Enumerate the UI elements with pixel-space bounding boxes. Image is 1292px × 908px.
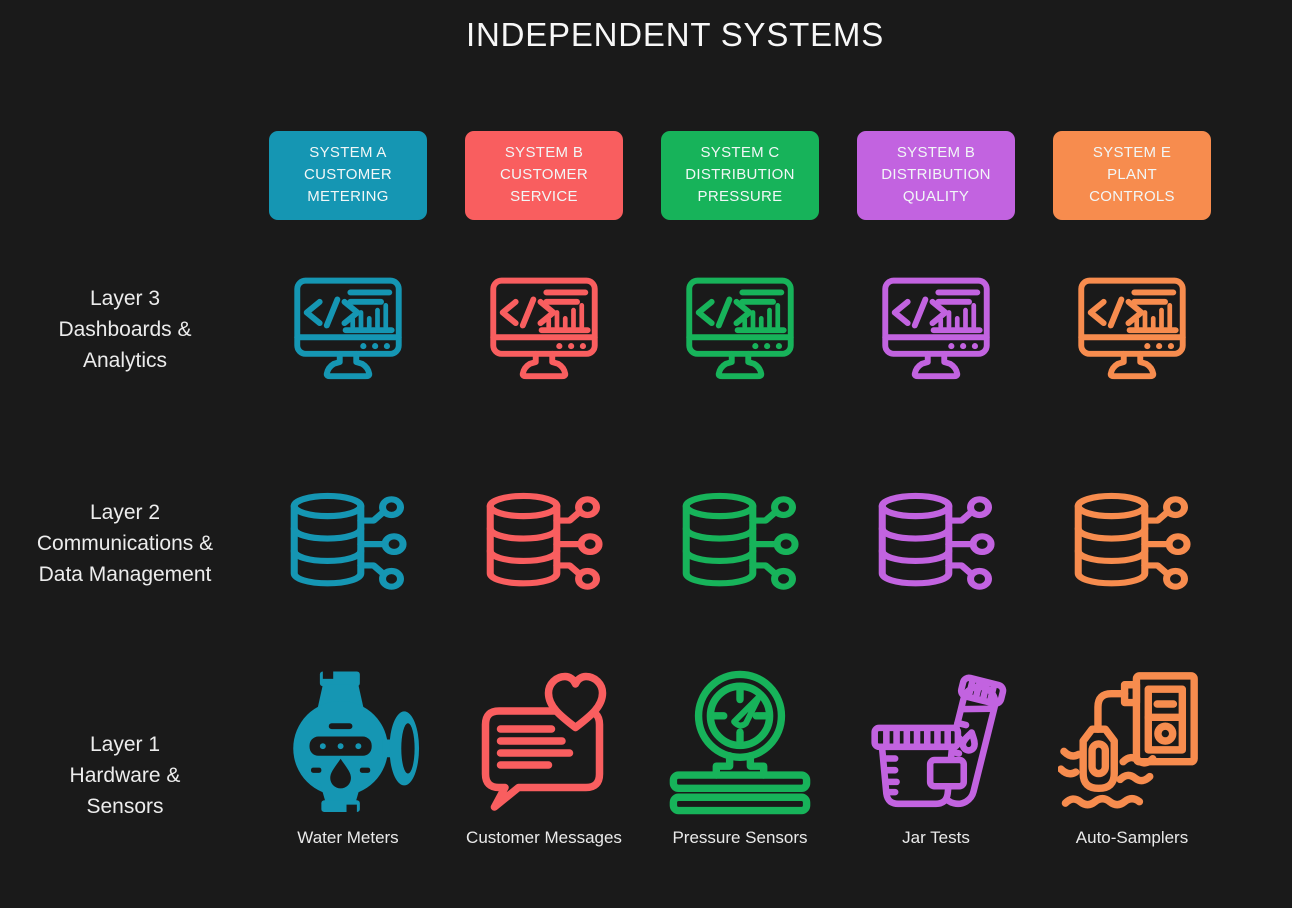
systems-grid: SYSTEM A CUSTOMER METERING SYSTEM B CUST… <box>0 130 1292 902</box>
layer1-col-d: Jar Tests <box>838 648 1034 902</box>
dashboard-analytics-icon <box>485 270 603 388</box>
system-b-name: SYSTEM B <box>504 144 584 161</box>
layer3-col-e <box>1034 220 1230 438</box>
hardware-caption: Water Meters <box>297 828 399 847</box>
pressure-gauge-icon <box>666 666 814 816</box>
layer-2-label-cell: Layer 2 Communications & Data Management <box>0 438 250 648</box>
dashboard-analytics-icon <box>681 270 799 388</box>
layer-3-label: Layer 3 Dashboards & Analytics <box>58 286 192 372</box>
system-d-header-box: SYSTEM B DISTRIBUTION QUALITY <box>857 130 1015 220</box>
database-network-icon <box>676 487 804 599</box>
layer2-col-e <box>1034 438 1230 648</box>
database-network-icon <box>1068 487 1196 599</box>
hardware-caption: Auto-Samplers <box>1075 828 1189 847</box>
hardware-caption: Jar Tests <box>902 828 970 847</box>
dashboard-analytics-icon <box>289 270 407 388</box>
auto-sampler-icon <box>1058 666 1206 816</box>
system-d-line2: DISTRIBUTION <box>881 166 991 183</box>
system-d-header-cell: SYSTEM B DISTRIBUTION QUALITY <box>838 130 1034 220</box>
layer2-col-a <box>250 438 446 648</box>
layer-1-label: Layer 1 Hardware & Sensors <box>69 732 181 818</box>
layer1-col-a: Water Meters <box>250 648 446 902</box>
system-e-header-cell: SYSTEM E PLANT CONTROLS <box>1034 130 1230 220</box>
layer-3-label-cell: Layer 3 Dashboards & Analytics <box>0 220 250 438</box>
hardware-caption: Pressure Sensors <box>672 828 808 847</box>
system-b-header-cell: SYSTEM B CUSTOMER SERVICE <box>446 130 642 220</box>
layer3-col-d <box>838 220 1034 438</box>
system-b-header-box: SYSTEM B CUSTOMER SERVICE <box>465 130 623 220</box>
database-network-icon <box>872 487 1000 599</box>
jar-tests-icon <box>863 666 1009 816</box>
dashboard-analytics-icon <box>1073 270 1191 388</box>
system-a-line3: METERING <box>307 188 389 205</box>
header-row-spacer <box>0 130 250 220</box>
system-a-line2: CUSTOMER <box>304 166 392 183</box>
system-b-line2: CUSTOMER <box>500 166 588 183</box>
water-meter-icon <box>274 666 422 816</box>
layer2-col-b <box>446 438 642 648</box>
dashboard-analytics-icon <box>877 270 995 388</box>
system-c-name: SYSTEM C <box>700 144 780 161</box>
system-c-header-cell: SYSTEM C DISTRIBUTION PRESSURE <box>642 130 838 220</box>
system-a-header-cell: SYSTEM A CUSTOMER METERING <box>250 130 446 220</box>
system-c-header-box: SYSTEM C DISTRIBUTION PRESSURE <box>661 130 819 220</box>
system-e-name: SYSTEM E <box>1092 144 1172 161</box>
system-d-name: SYSTEM B <box>896 144 976 161</box>
system-a-name: SYSTEM A <box>309 144 387 161</box>
system-e-line2: PLANT <box>1107 166 1157 183</box>
system-e-header-box: SYSTEM E PLANT CONTROLS <box>1053 130 1211 220</box>
database-network-icon <box>284 487 412 599</box>
layer1-col-b: Customer Messages <box>446 648 642 902</box>
system-c-line3: PRESSURE <box>697 188 783 205</box>
database-network-icon <box>480 487 608 599</box>
layer3-col-a <box>250 220 446 438</box>
layer2-col-c <box>642 438 838 648</box>
layer1-col-e: Auto-Samplers <box>1034 648 1230 902</box>
system-e-line3: CONTROLS <box>1089 188 1175 205</box>
system-c-line2: DISTRIBUTION <box>685 166 795 183</box>
page-title: INDEPENDENT SYSTEMS <box>466 16 884 53</box>
layer-1-label-cell: Layer 1 Hardware & Sensors <box>0 648 250 902</box>
layer2-col-d <box>838 438 1034 648</box>
system-b-line3: SERVICE <box>510 188 578 205</box>
layer3-col-b <box>446 220 642 438</box>
customer-messages-icon <box>468 666 620 816</box>
system-a-header-box: SYSTEM A CUSTOMER METERING <box>269 130 427 220</box>
layer3-col-c <box>642 220 838 438</box>
hardware-caption: Customer Messages <box>466 828 622 847</box>
layer-2-label: Layer 2 Communications & Data Management <box>36 500 214 586</box>
system-d-line3: QUALITY <box>902 188 970 205</box>
layer1-col-c: Pressure Sensors <box>642 648 838 902</box>
